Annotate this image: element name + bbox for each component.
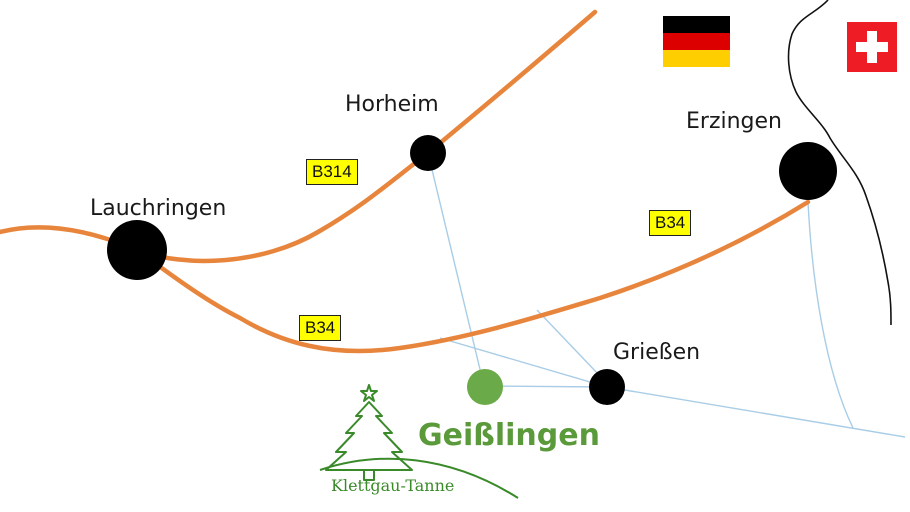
town-label-horheim: Horheim <box>345 92 439 117</box>
road-b314 <box>0 9 598 264</box>
highlight-label-geisslingen: Geißlingen <box>418 418 600 453</box>
town-marker-horheim[interactable] <box>410 135 446 171</box>
town-label-erzingen: Erzingen <box>686 109 782 134</box>
road-badge-b34-east: B34 <box>649 210 692 236</box>
road-badge-b34-west: B34 <box>299 315 342 341</box>
minor-road-griessen-east <box>606 386 906 438</box>
town-marker-griessen[interactable] <box>589 369 625 405</box>
minor-road-horheim-geisslingen <box>427 152 485 387</box>
minor-road-geisslingen-griessen <box>483 385 608 388</box>
country-border <box>787 0 892 326</box>
town-marker-erzingen[interactable] <box>779 142 837 200</box>
town-label-griessen: Grießen <box>613 340 701 365</box>
germany-flag-icon <box>663 16 730 67</box>
minor-roads <box>427 152 906 438</box>
minor-road-erzingen-south <box>807 201 854 429</box>
minor-road-junction-griessen <box>536 309 601 377</box>
road-badge-b314: B314 <box>306 159 358 185</box>
town-label-lauchringen: Lauchringen <box>90 196 227 221</box>
road-b34 <box>134 199 811 354</box>
logo-text: Klettgau-Tanne <box>331 476 455 495</box>
town-marker-lauchringen[interactable] <box>107 220 167 280</box>
minor-road-b34-griessen <box>439 337 608 388</box>
main-roads <box>0 9 811 354</box>
fir-tree-icon <box>319 384 519 499</box>
town-marker-geisslingen[interactable] <box>467 369 503 405</box>
switzerland-flag-icon <box>847 22 897 72</box>
